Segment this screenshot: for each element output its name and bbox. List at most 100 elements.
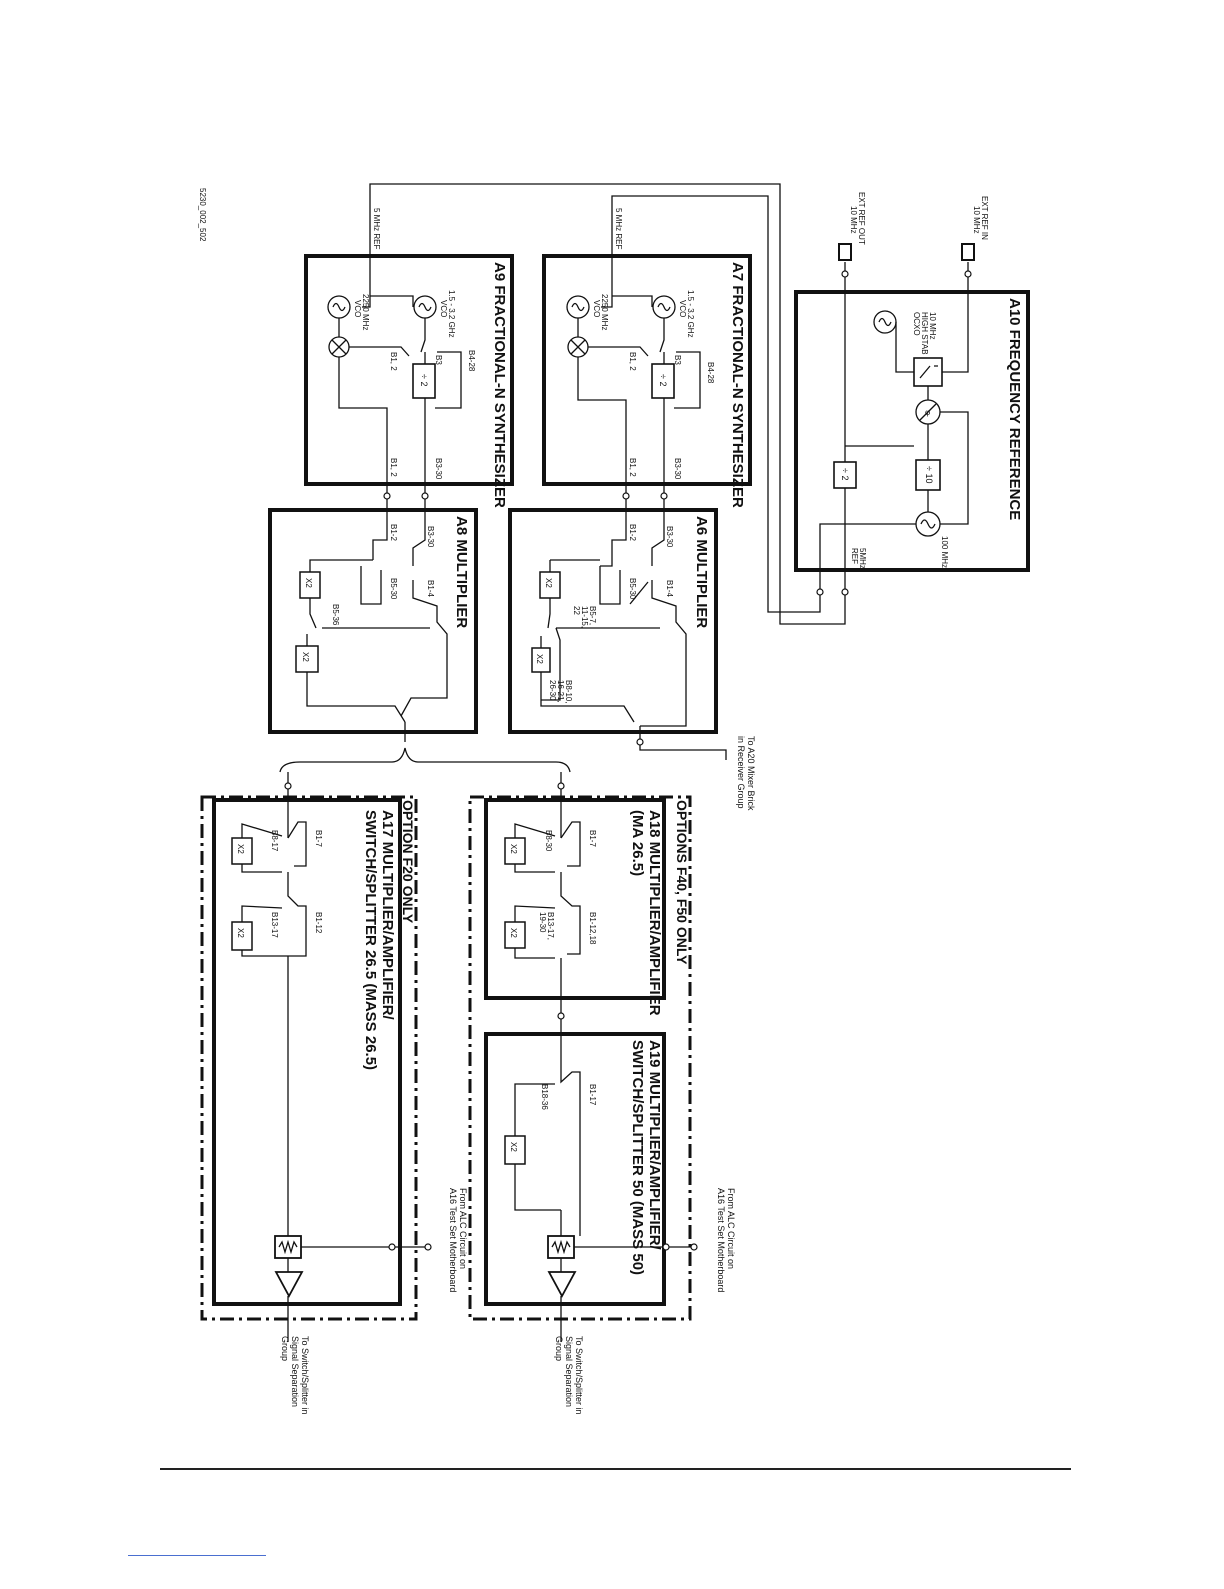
a8-multiplier: A8 MULTIPLIER B1-2 B3-30 B1-4 B5-30 B5-3… xyxy=(268,500,478,742)
svg-text:From ALC Circuit on: From ALC Circuit on xyxy=(458,1188,468,1269)
svg-text:22: 22 xyxy=(572,606,581,615)
svg-text:OPTION F20 ONLY: OPTION F20 ONLY xyxy=(400,800,416,924)
svg-text:B13-17: B13-17 xyxy=(270,912,279,938)
options-f40-f50-region: OPTIONS F40, F50 ONLY xyxy=(468,795,692,1321)
a10-switch-box xyxy=(913,357,943,387)
to-a20-label: To A20 Mixer Brick xyxy=(746,736,756,811)
footer-link-underline xyxy=(128,1555,266,1556)
vco-lo-icon xyxy=(566,295,590,319)
svg-text:B3-30: B3-30 xyxy=(426,526,435,548)
svg-text:Signal Separation: Signal Separation xyxy=(564,1336,574,1407)
svg-text:X2: X2 xyxy=(509,1142,518,1152)
svg-text:A16 Test Set Motherboard: A16 Test Set Motherboard xyxy=(448,1188,458,1292)
svg-text:A8 MULTIPLIER: A8 MULTIPLIER xyxy=(453,516,470,628)
svg-text:B5-7,: B5-7, xyxy=(588,606,597,625)
svg-text:÷ 2: ÷ 2 xyxy=(658,374,668,386)
a10-div10-box xyxy=(915,459,941,491)
a9-div2-box xyxy=(412,363,436,399)
svg-text:A9 FRACTIONAL-N SYNTHESIZER: A9 FRACTIONAL-N SYNTHESIZER xyxy=(491,262,508,508)
a9-fractional-n-synthesizer: A9 FRACTIONAL-N SYNTHESIZER 5 MHz REF 1.… xyxy=(304,208,514,508)
svg-text:B3-30: B3-30 xyxy=(665,526,674,548)
connector-joint xyxy=(636,738,644,746)
vco-hi-icon xyxy=(652,295,676,319)
svg-text:2250 MHz: 2250 MHz xyxy=(361,294,370,330)
a10-title: A10 FREQUENCY REFERENCE xyxy=(1006,298,1023,520)
svg-text:B1, 2: B1, 2 xyxy=(628,352,637,371)
svg-text:B8-30: B8-30 xyxy=(544,830,553,852)
mixer-icon xyxy=(328,336,350,358)
svg-text:B3: B3 xyxy=(673,355,682,365)
svg-text:in Receiver Group: in Receiver Group xyxy=(736,736,746,809)
svg-text:A17 MULTIPLIER/AMPLIFIER/: A17 MULTIPLIER/AMPLIFIER/ xyxy=(379,810,396,1021)
svg-text:VCO: VCO xyxy=(439,300,448,317)
connector-joint xyxy=(557,782,565,790)
svg-text:1.5 - 3.2 GHz: 1.5 - 3.2 GHz xyxy=(447,290,456,338)
svg-text:VCO: VCO xyxy=(592,300,601,317)
svg-text:φ: φ xyxy=(925,408,930,417)
option-f20-region: OPTION F20 ONLY xyxy=(200,795,418,1321)
a6-multiplier: A6 MULTIPLIER B1-2 B3-30 B1-4 B5-30 B5-7… xyxy=(508,500,727,760)
svg-text:B4-28: B4-28 xyxy=(706,362,715,384)
a18-multiplier-amplifier: A18 MULTIPLIER/AMPLIFIER (MA 26.5) B1-7 … xyxy=(484,798,666,1040)
connector-joint xyxy=(964,270,972,278)
svg-text:10 MHz: 10 MHz xyxy=(972,206,981,234)
svg-text:X2: X2 xyxy=(301,652,310,662)
svg-text:B5-30: B5-30 xyxy=(628,578,637,600)
svg-text:B1-7: B1-7 xyxy=(314,830,323,847)
svg-text:5 MHz REF: 5 MHz REF xyxy=(614,208,623,249)
svg-text:A18 MULTIPLIER/AMPLIFIER: A18 MULTIPLIER/AMPLIFIER xyxy=(646,810,663,1016)
svg-text:B13-17,: B13-17, xyxy=(546,912,555,940)
svg-text:EXT REF IN: EXT REF IN xyxy=(980,196,989,240)
connector-joint xyxy=(424,1243,432,1251)
svg-text:B1, 2: B1, 2 xyxy=(628,458,637,477)
svg-text:X2: X2 xyxy=(509,928,518,938)
svg-text:Group: Group xyxy=(554,1336,564,1361)
svg-text:B5-30: B5-30 xyxy=(389,578,398,600)
a17-amplifier-icon xyxy=(274,1271,304,1298)
svg-text:B1-12: B1-12 xyxy=(314,912,323,934)
to-switch-lower-label: To Switch/Splitter in xyxy=(300,1336,310,1415)
ext-ref-in-connector[interactable] xyxy=(961,243,975,261)
svg-text:A6 MULTIPLIER: A6 MULTIPLIER xyxy=(693,516,710,628)
svg-text:B1, 2: B1, 2 xyxy=(389,352,398,371)
svg-text:REF: REF xyxy=(850,548,859,564)
a17-attenuator-icon xyxy=(274,1235,302,1259)
svg-text:B1-12,18: B1-12,18 xyxy=(588,912,597,945)
svg-text:÷ 10: ÷ 10 xyxy=(924,466,934,483)
connector-joint xyxy=(841,270,849,278)
connector-joint xyxy=(284,782,292,790)
svg-text:1.5 - 3.2 GHz: 1.5 - 3.2 GHz xyxy=(686,290,695,338)
svg-text:SWITCH/SPLITTER 50 (MASS 50): SWITCH/SPLITTER 50 (MASS 50) xyxy=(629,1040,646,1275)
svg-text:SWITCH/SPLITTER 26.5 (MASS 26.: SWITCH/SPLITTER 26.5 (MASS 26.5) xyxy=(362,810,379,1070)
svg-text:X2: X2 xyxy=(544,578,553,588)
svg-text:X2: X2 xyxy=(236,844,245,854)
ext-ref-out-connector[interactable] xyxy=(838,243,852,261)
connector-joint xyxy=(841,588,849,596)
svg-text:EXT REF OUT: EXT REF OUT xyxy=(857,192,866,245)
svg-text:HIGH STAB: HIGH STAB xyxy=(920,312,929,355)
svg-text:B1-2: B1-2 xyxy=(628,524,637,541)
svg-text:19-30: 19-30 xyxy=(538,912,547,933)
svg-text:A19 MULTIPLIER/AMPLIFIER/: A19 MULTIPLIER/AMPLIFIER/ xyxy=(646,1040,663,1251)
connector-joint xyxy=(557,1012,565,1020)
svg-text:B5-36: B5-36 xyxy=(331,604,340,626)
svg-text:From ALC Circuit on: From ALC Circuit on xyxy=(726,1188,736,1269)
svg-text:5 MHz REF: 5 MHz REF xyxy=(372,208,381,249)
connector-joint xyxy=(388,1243,396,1251)
svg-text:X2: X2 xyxy=(304,578,313,588)
svg-text:10 MHz: 10 MHz xyxy=(849,206,858,234)
svg-text:26-30: 26-30 xyxy=(548,680,557,701)
a7-fractional-n-synthesizer: A7 FRACTIONAL-N SYNTHESIZER 5 MHz REF 1.… xyxy=(542,208,752,508)
svg-text:5MHz: 5MHz xyxy=(858,548,867,569)
a19-attenuator-icon xyxy=(547,1235,575,1259)
svg-text:OCXO: OCXO xyxy=(912,312,921,336)
svg-text:A16 Test Set Motherboard: A16 Test Set Motherboard xyxy=(716,1188,726,1292)
mixer-icon xyxy=(567,336,589,358)
svg-text:X2: X2 xyxy=(236,928,245,938)
svg-text:10 MHz: 10 MHz xyxy=(928,312,937,340)
svg-text:B8-17: B8-17 xyxy=(270,830,279,852)
svg-text:VCO: VCO xyxy=(678,300,687,317)
svg-text:÷ 2: ÷ 2 xyxy=(840,468,850,480)
svg-text:B1-2: B1-2 xyxy=(389,524,398,541)
svg-text:B3-30: B3-30 xyxy=(673,458,682,480)
